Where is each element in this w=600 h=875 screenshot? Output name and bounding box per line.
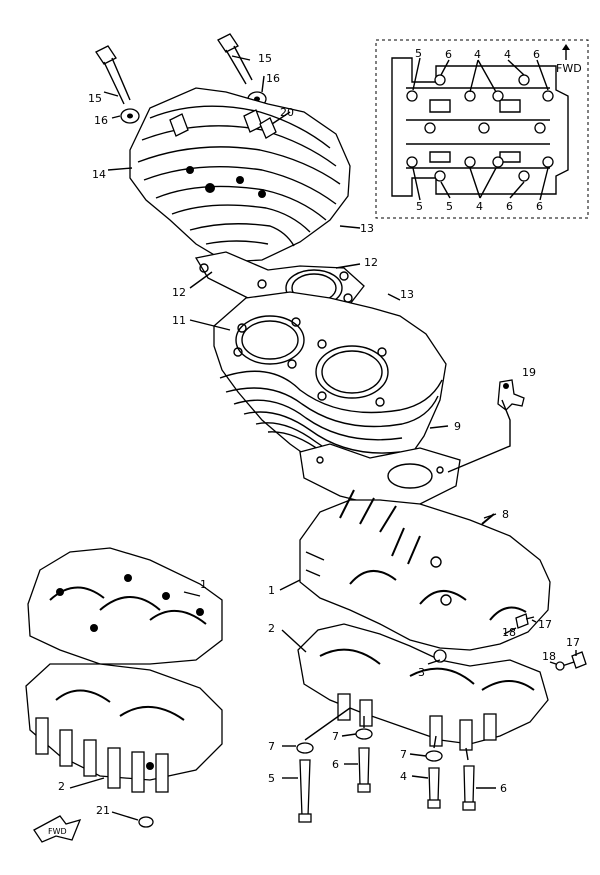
callout-7-left: 7	[268, 740, 275, 753]
callout-2-right: 2	[268, 622, 275, 635]
callout-8: 8	[502, 508, 509, 521]
callout-21: 21	[96, 804, 110, 817]
callout-17-upper: 17	[538, 618, 552, 631]
washer-left	[120, 108, 140, 124]
callout-1-left: 1	[200, 578, 207, 591]
fwd-arrow-icon: FWD	[33, 815, 82, 843]
inset-label-bottom-2: 5	[446, 200, 453, 213]
temperature-sensor-20	[259, 117, 277, 139]
callout-7-right: 7	[400, 748, 407, 761]
inset-label-bottom-1: 5	[416, 200, 423, 213]
fwd-arrow-label: FWD	[48, 827, 67, 836]
drain-plug-21	[138, 816, 154, 828]
inset-label-top-5: 6	[533, 48, 540, 61]
callout-18-upper: 18	[502, 626, 516, 639]
fitting-19	[497, 379, 525, 411]
head-bolt-right	[217, 33, 253, 85]
callout-16-right: 16	[266, 72, 280, 85]
crankcase-bolt-6-left	[355, 728, 373, 793]
callout-17-lower: 17	[566, 636, 580, 649]
inset-label-bottom-5: 6	[536, 200, 543, 213]
callout-13-cylinder: 13	[400, 288, 414, 301]
callout-14: 14	[92, 168, 106, 181]
inset-label-top-4: 4	[504, 48, 511, 61]
callout-3: 3	[418, 666, 425, 679]
callout-6-left: 6	[332, 758, 339, 771]
callout-19: 19	[522, 366, 536, 379]
crankcase-upper-left	[27, 547, 223, 665]
inset-label-bottom-3: 4	[476, 200, 483, 213]
crankcase-bolt-5	[296, 742, 314, 823]
crankcase-lower-left	[25, 663, 223, 793]
inset-label-top-1: 5	[415, 47, 422, 60]
inset-label-bottom-4: 6	[506, 200, 513, 213]
washer-18	[555, 661, 565, 671]
callout-11: 11	[172, 314, 186, 327]
leader-lines	[69, 55, 577, 821]
callout-12-right: 12	[364, 256, 378, 269]
callout-1-right: 1	[268, 584, 275, 597]
inset-fwd-arrow-icon	[562, 44, 570, 60]
callout-15-left: 15	[88, 92, 102, 105]
callout-20: 20	[280, 106, 294, 119]
inset-fwd-label: FWD	[556, 62, 582, 75]
callout-5: 5	[268, 772, 275, 785]
crankcase-bolt-4	[425, 750, 443, 809]
crankcase-lower-right	[297, 623, 549, 751]
cylinder-head	[129, 87, 351, 263]
callout-6-right: 6	[500, 782, 507, 795]
crankcase-bolt-6-right	[462, 765, 476, 811]
inset-label-top-2: 6	[445, 48, 452, 61]
callout-7-middle: 7	[332, 730, 339, 743]
bolt-17-upper	[515, 613, 535, 629]
crankcase-upper-right	[299, 489, 551, 651]
callout-16-left: 16	[94, 114, 108, 127]
base-gasket-9	[299, 443, 461, 507]
callout-9: 9	[454, 420, 461, 433]
callout-18-lower: 18	[542, 650, 556, 663]
callout-13-head: 13	[360, 222, 374, 235]
tightening-sequence-inset: FWD 5 6 4 4 6 5 5 4 6 6	[375, 39, 589, 219]
callout-12-left: 12	[172, 286, 186, 299]
inset-label-top-3: 4	[474, 48, 481, 61]
callout-2-left: 2	[58, 780, 65, 793]
callout-15-right: 15	[258, 52, 272, 65]
callout-4: 4	[400, 770, 407, 783]
head-bolt-left	[95, 45, 131, 105]
bolt-17-lower	[561, 651, 587, 669]
